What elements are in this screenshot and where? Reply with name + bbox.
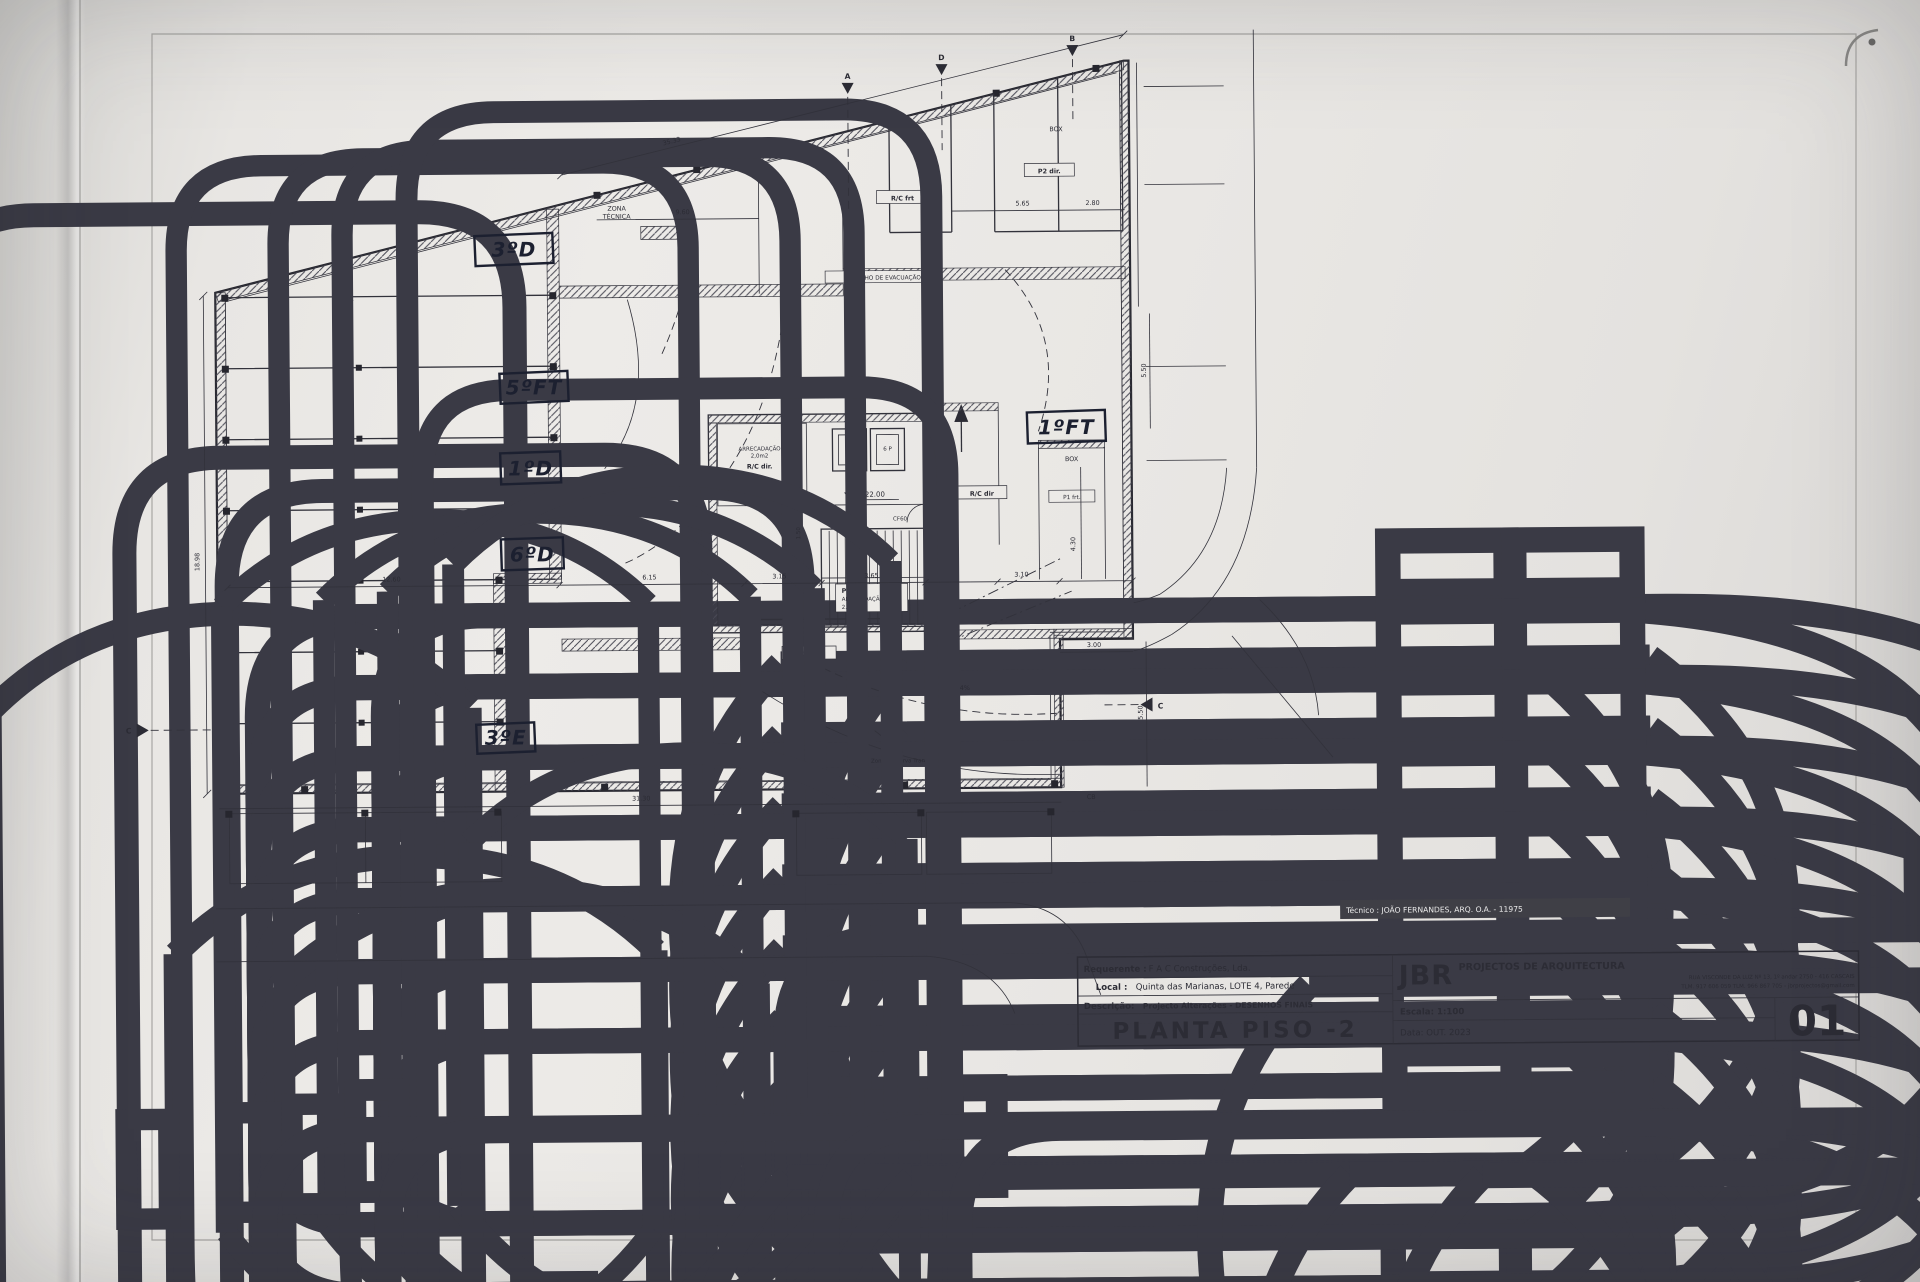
handwritten-1d: 1ºD	[508, 456, 553, 480]
dim-12-60: 12.60	[382, 575, 400, 583]
dim-3-10: 3.10	[1014, 570, 1028, 578]
tecnico-text: Técnico : JOÃO FERNANDES, ARQ. O.A. - 11…	[1345, 905, 1523, 915]
date-value: Data: OUT. 2023	[1400, 1028, 1471, 1039]
firm-address-line1: RUA VISCONDE DA LUZ Nº 13, 1º andar 2750…	[1689, 973, 1855, 981]
dim-2-80: 2.80	[1085, 199, 1099, 207]
dim-5-50b: 5.50	[1140, 363, 1148, 377]
section-arrow-icon	[935, 64, 948, 76]
dim-18-98: 18.98	[193, 553, 201, 571]
storage-label: ARRECADAÇÃO	[738, 445, 781, 452]
handwritten-3e: 3ºE	[485, 725, 527, 749]
dim-3-65: 3.65	[864, 572, 878, 580]
curve-transition-label: Zona de Curva Transição	[871, 758, 940, 765]
fire-door-label: CF60	[893, 516, 908, 522]
section-arrow-icon	[841, 82, 854, 94]
title-block: Técnico : JOÃO FERNANDES, ARQ. O.A. - 11…	[1076, 897, 1860, 1047]
dim-3-15: 3.15	[772, 572, 786, 580]
ramp-direction-arrow	[954, 403, 969, 423]
storage-area-label: 2,0m2	[751, 453, 769, 459]
handwritten-5ft: 5ºFT	[506, 375, 563, 399]
box-label: BOX	[1065, 455, 1079, 463]
level-value: 22.00	[865, 491, 885, 499]
dim-5-50: 5.50	[1137, 705, 1145, 719]
descricao-value: Projecto Alterações - DESENHOS FINAIS	[1143, 1000, 1313, 1010]
handwritten-6d: 6ºD	[510, 542, 555, 566]
caminho-evacuacao-label: CAMINHO DE EVACUAÇÃO	[845, 274, 921, 282]
stall-label-p1frt: P1 frt.	[1063, 495, 1081, 501]
dim-1-50: 1.50	[796, 527, 802, 540]
zona-tecnica-label: TÉCNICA	[602, 212, 632, 221]
drawing-title: PLANTA PISO -2	[1112, 1017, 1358, 1045]
firm-logo-text: JBR	[1397, 960, 1454, 991]
stall-label-rcdir: R/C dir	[970, 490, 995, 498]
section-markers: A D B C C CB	[126, 34, 1164, 801]
section-marker-b: B	[1069, 34, 1075, 43]
section-marker-a: A	[845, 72, 851, 81]
box-label: BOX	[1049, 125, 1063, 133]
elevator-label: 6 P	[883, 447, 892, 453]
dim-31-30: 31.30	[632, 794, 650, 802]
corner-bracket	[1844, 28, 1879, 67]
dim-4-30: 4.30	[1069, 537, 1077, 551]
stall-label-p2dir: P2 dir.	[1038, 167, 1061, 175]
section-marker-c-right: C	[1158, 701, 1164, 710]
section-marker-d: D	[938, 53, 944, 62]
zona-tecnica-label: ZONA	[607, 205, 626, 213]
stall-label-rcfrt: R/C frt	[891, 194, 914, 202]
requerente-label: Requerente :	[1084, 965, 1147, 975]
firm-name: PROJECTOS DE ARQUITECTURA	[1459, 961, 1626, 973]
firm-address-line2: TLM. 917 606 059 TLM. 966 867 705 - jbrp…	[1680, 983, 1854, 990]
descricao-label: Descrição:	[1084, 1002, 1135, 1012]
requerente-value: F A C Construções, Lda.	[1149, 964, 1251, 975]
handwritten-annotations: 3ºD 5ºFT 1ºD 6ºD 3ºE 1ºFT	[473, 231, 1108, 756]
local-label: Local :	[1096, 983, 1128, 993]
storage-unit-label: R/C dir.	[747, 462, 773, 470]
section-arrow-icon	[1066, 45, 1079, 57]
handwritten-3d: 3ºD	[491, 237, 536, 261]
handwritten-1ft: 1ºFT	[1038, 415, 1095, 439]
local-value: Quinta das Marianas, LOTE 4, Parede	[1136, 981, 1295, 992]
dim-3-00: 3.00	[1087, 641, 1101, 649]
section-arrow-icon	[1140, 697, 1153, 712]
plan: BOX P3 dir. BOX BOX BOX BOX BOX BOX	[0, 29, 1920, 1282]
scale-value: Escala: 1:100	[1400, 1007, 1465, 1018]
section-arrow-icon	[136, 723, 149, 738]
punch-hole	[1868, 38, 1876, 46]
dim-9-60: 9.60	[675, 208, 689, 216]
section-marker-cb: CB	[1087, 793, 1096, 801]
dimensions: 35.33 9.60 5.65 2.80 18.98 31.30 12.60 6…	[193, 30, 1151, 810]
section-marker-c-left: C	[126, 727, 132, 736]
sheet-number: 01	[1788, 996, 1847, 1045]
dim-5-65: 5.65	[1015, 199, 1029, 207]
right-street	[346, 29, 1334, 1282]
tecnico-bar	[1340, 897, 1631, 920]
dim-6-15: 6.15	[642, 573, 656, 581]
bottom-street	[216, 808, 1920, 1282]
